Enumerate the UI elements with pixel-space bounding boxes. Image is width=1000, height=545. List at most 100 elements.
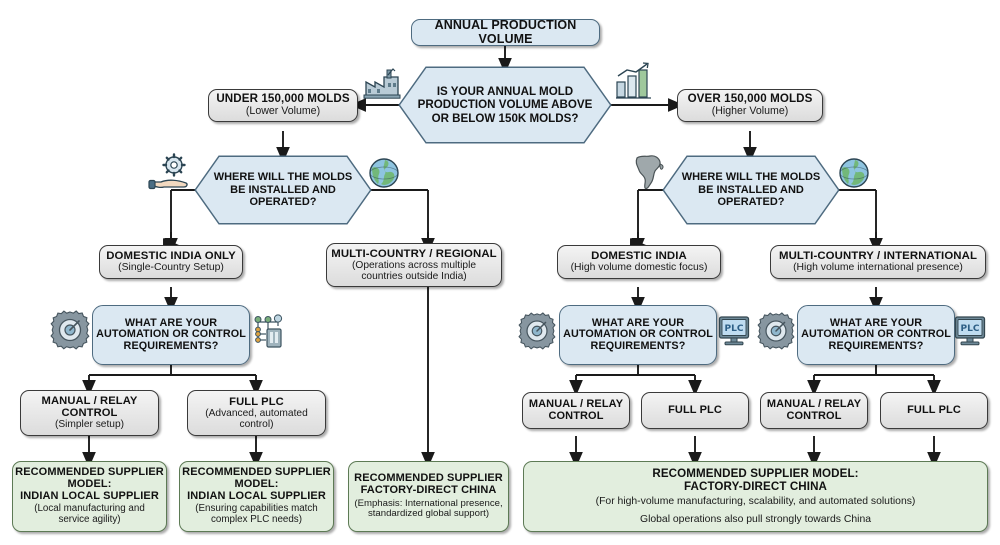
hexagon-shape (398, 66, 612, 144)
node-multi-country-international-title: MULTI-COUNTRY / INTERNATIONAL (779, 250, 977, 263)
node-control-full-plc-1-sub2: control) (239, 419, 274, 431)
hexagon-shape (194, 155, 372, 225)
decision-automation-1-line3: REQUIREMENTS? (123, 339, 219, 352)
node-domestic-india-only-sub: (Single-Country Setup) (118, 262, 224, 274)
decision-volume-line3: OR BELOW 150K MOLDS? (431, 111, 579, 125)
india-map-icon (632, 152, 666, 192)
node-control-manual-relay-3-line1: MANUAL / RELAY (766, 397, 862, 410)
gear-target-icon (757, 312, 795, 350)
gear-target-icon (518, 312, 556, 350)
node-under-150k-sub: (Lower Volume) (245, 104, 321, 117)
node-multi-country-regional-title: MULTI-COUNTRY / REGIONAL (331, 247, 497, 260)
node-control-manual-relay-3[interactable]: MANUAL / RELAY CONTROL (760, 392, 868, 429)
decision-automation-2-line2: AUTOMATION OR CONTROL (563, 328, 713, 341)
node-recommendation-1-sub2: service agility) (58, 513, 121, 525)
decision-automation-2-line1: WHAT ARE YOUR (591, 316, 685, 329)
node-domestic-india-only-title: DOMESTIC INDIA ONLY (106, 250, 236, 263)
globe-icon (368, 157, 400, 189)
hexagon-shape (662, 155, 840, 225)
node-recommendation-3-sub1: (Emphasis: International presence, (354, 497, 503, 509)
node-recommendation-4-h1: RECOMMENDED SUPPLIER MODEL: (652, 467, 859, 481)
node-control-manual-relay-2-line1: MANUAL / RELAY (528, 397, 624, 410)
decision-automation-3-line1: WHAT ARE YOUR (829, 316, 923, 329)
svg-text:PLC: PLC (961, 324, 980, 334)
node-control-manual-relay-3-line2: CONTROL (786, 409, 842, 422)
node-recommendation-1-h3: INDIAN LOCAL SUPPLIER (20, 490, 159, 503)
gear-target-icon (50, 310, 90, 350)
decision-install-right-line2: BE INSTALLED AND (698, 183, 804, 196)
node-control-full-plc-1-title: FULL PLC (229, 395, 284, 408)
plc-monitor-icon: PLC (954, 315, 986, 347)
decision-automation-2-line3: REQUIREMENTS? (590, 339, 686, 352)
decision-automation-3-line2: AUTOMATION OR CONTROL (801, 328, 951, 341)
node-control-manual-relay-1-line1: MANUAL / RELAY (41, 395, 138, 408)
node-recommendation-1[interactable]: RECOMMENDED SUPPLIER MODEL: INDIAN LOCAL… (12, 461, 167, 532)
node-multi-country-international-sub: (High volume international presence) (793, 262, 963, 274)
svg-text:PLC: PLC (725, 324, 744, 334)
node-recommendation-2[interactable]: RECOMMENDED SUPPLIER MODEL: INDIAN LOCAL… (179, 461, 334, 532)
node-control-full-plc-2-title: FULL PLC (668, 403, 722, 416)
node-multi-country-regional-sub1: (Operations across multiple (352, 259, 476, 271)
node-under-150k-title: UNDER 150,000 MOLDS (216, 92, 350, 106)
hand-holding-gear-icon (148, 152, 192, 194)
decision-volume-line1: IS YOUR ANNUAL MOLD (436, 85, 574, 99)
node-under-150k[interactable]: UNDER 150,000 MOLDS (Lower Volume) (208, 89, 358, 122)
node-domestic-india[interactable]: DOMESTIC INDIA (High volume domestic foc… (557, 245, 721, 279)
bar-chart-growth-icon (614, 62, 654, 100)
node-control-manual-relay-2-line2: CONTROL (548, 409, 604, 422)
globe-icon (838, 157, 870, 189)
node-control-manual-relay-2[interactable]: MANUAL / RELAY CONTROL (522, 392, 630, 429)
node-multi-country-international[interactable]: MULTI-COUNTRY / INTERNATIONAL (High volu… (770, 245, 986, 279)
node-recommendation-3-h2: FACTORY-DIRECT CHINA (360, 483, 497, 496)
node-recommendation-2-sub1: (Ensuring capabilities match (195, 503, 318, 515)
decision-automation-2[interactable]: WHAT ARE YOUR AUTOMATION OR CONTROL REQU… (559, 305, 717, 365)
node-recommendation-3[interactable]: RECOMMENDED SUPPLIER FACTORY-DIRECT CHIN… (348, 461, 509, 532)
decision-install-left-line1: WHERE WILL THE MOLDS (213, 171, 353, 184)
node-recommendation-4-h2: FACTORY-DIRECT CHINA (683, 479, 828, 493)
decision-automation-1[interactable]: WHAT ARE YOUR AUTOMATION OR CONTROL REQU… (92, 305, 250, 365)
node-over-150k[interactable]: OVER 150,000 MOLDS (Higher Volume) (677, 89, 823, 122)
decision-install-right-line1: WHERE WILL THE MOLDS (681, 171, 821, 184)
node-recommendation-3-h1: RECOMMENDED SUPPLIER (354, 472, 503, 485)
node-over-150k-sub: (Higher Volume) (711, 104, 789, 117)
node-start-label: ANNUAL PRODUCTION VOLUME (434, 18, 577, 46)
node-control-full-plc-1-sub1: (Advanced, automated (205, 407, 308, 419)
node-recommendation-3-sub2: standardized global support) (367, 508, 490, 520)
node-domestic-india-title: DOMESTIC INDIA (591, 250, 687, 263)
node-multi-country-regional-sub2: countries outside India) (361, 271, 467, 283)
decision-automation-1-line1: WHAT ARE YOUR (124, 316, 218, 329)
decision-install-right[interactable]: WHERE WILL THE MOLDS BE INSTALLED AND OP… (662, 155, 840, 225)
node-domestic-india-sub: (High volume domestic focus) (570, 262, 708, 274)
node-recommendation-1-h2: MODEL: (67, 478, 112, 491)
node-recommendation-2-h1: RECOMMENDED SUPPLIER (182, 466, 331, 479)
decision-automation-1-line2: AUTOMATION OR CONTROL (96, 328, 246, 341)
decision-install-left-line2: BE INSTALLED AND (230, 183, 336, 196)
node-over-150k-title: OVER 150,000 MOLDS (687, 92, 813, 106)
factory-icon (362, 66, 402, 100)
node-recommendation-1-sub1: (Local manufacturing and (34, 503, 145, 515)
node-control-full-plc-3-title: FULL PLC (907, 403, 961, 416)
decision-automation-3-line3: REQUIREMENTS? (828, 339, 924, 352)
node-recommendation-2-h3: INDIAN LOCAL SUPPLIER (187, 490, 326, 503)
decision-volume-line2: PRODUCTION VOLUME ABOVE (417, 98, 593, 112)
node-recommendation-4[interactable]: RECOMMENDED SUPPLIER MODEL: FACTORY-DIRE… (523, 461, 988, 532)
node-start[interactable]: ANNUAL PRODUCTION VOLUME (411, 18, 600, 46)
node-control-manual-relay-1[interactable]: MANUAL / RELAY CONTROL (Simpler setup) (20, 390, 159, 436)
decision-volume[interactable]: IS YOUR ANNUAL MOLD PRODUCTION VOLUME AB… (398, 66, 612, 144)
decision-install-left[interactable]: WHERE WILL THE MOLDS BE INSTALLED AND OP… (194, 155, 372, 225)
node-recommendation-2-sub2: complex PLC needs) (211, 513, 302, 525)
node-recommendation-4-sub2: Global operations also pull strongly tow… (639, 513, 872, 525)
node-recommendation-2-h2: MODEL: (234, 478, 279, 491)
node-control-full-plc-2[interactable]: FULL PLC (641, 392, 749, 429)
node-recommendation-4-sub1: (For high-volume manufacturing, scalabil… (595, 496, 916, 508)
node-control-full-plc-1[interactable]: FULL PLC (Advanced, automated control) (187, 390, 326, 436)
node-multi-country-regional[interactable]: MULTI-COUNTRY / REGIONAL (Operations acr… (326, 243, 502, 287)
node-control-manual-relay-1-sub: (Simpler setup) (54, 419, 125, 431)
decision-automation-3[interactable]: WHAT ARE YOUR AUTOMATION OR CONTROL REQU… (797, 305, 955, 365)
node-control-full-plc-3[interactable]: FULL PLC (880, 392, 988, 429)
plc-monitor-icon: PLC (718, 315, 750, 347)
network-plc-icon (252, 312, 286, 350)
node-recommendation-1-h1: RECOMMENDED SUPPLIER (15, 466, 164, 479)
node-domestic-india-only[interactable]: DOMESTIC INDIA ONLY (Single-Country Setu… (99, 245, 243, 279)
decision-install-right-line3: OPERATED? (717, 196, 785, 209)
